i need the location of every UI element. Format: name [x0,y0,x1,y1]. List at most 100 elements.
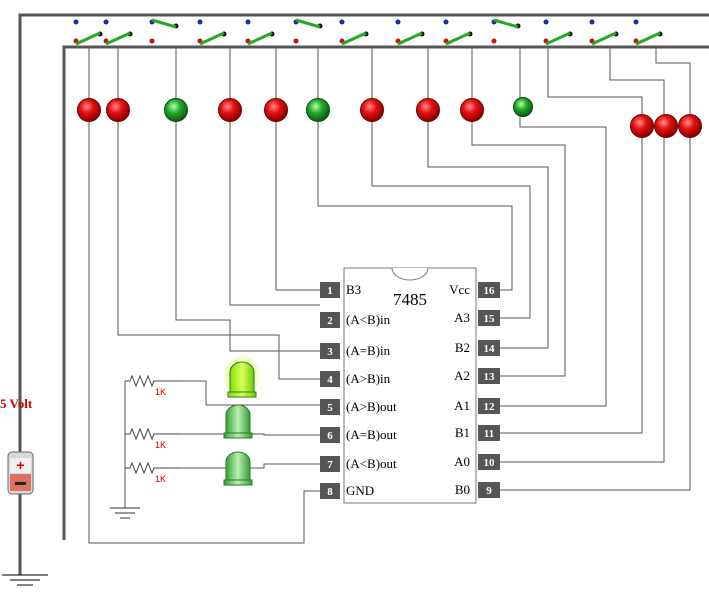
chip-pin-box [478,340,500,356]
chip-pin-label: B0 [455,482,470,497]
red-led-body [460,98,484,122]
led-body [225,404,251,436]
chip-pin-number: 13 [484,371,496,383]
switch-top-contact [395,19,401,25]
wire-out-eq [180,433,320,436]
red-led-body [77,98,101,122]
output-led [224,356,260,398]
green-led-body [164,98,188,122]
led-rim [223,432,253,439]
switch-lever [75,31,101,46]
wire-out-gt [180,380,320,406]
red-led-body [678,114,702,138]
chip-pin-number: 12 [484,401,496,413]
chip-pin-label: A3 [454,310,470,325]
chip-pin-number: 11 [484,428,494,440]
chip-pin-label: Vcc [449,282,470,297]
chip-pin-box [478,398,500,414]
svg-text:+: + [16,457,24,473]
resistor [125,427,180,441]
ground-icon [2,574,48,586]
led-body [229,361,255,395]
red-led [77,98,101,122]
switch-top-contact [589,19,595,25]
chip-pin-label: A1 [454,398,470,413]
wire [500,47,643,434]
wire-out-lt [180,463,320,469]
red-led-body [630,114,654,138]
resistor-label: 1K [155,440,166,450]
chip-pin-number: 10 [484,457,496,469]
red-led [106,98,130,122]
red-led-body [106,98,130,122]
red-led-body [654,114,678,138]
chip-pin-number: 14 [484,343,496,355]
chip-pin-label: (A<B)in [346,312,391,327]
wire [371,47,531,319]
chip-pin-label: A2 [454,368,470,383]
red-led-body [416,98,440,122]
supply-label: 5 Volt [0,396,33,411]
switch-lever [591,31,617,46]
indicator-leds [77,97,702,138]
red-led [360,98,384,122]
chip-pin-box [478,482,500,498]
chip-pin-number: 8 [327,486,333,498]
switch-top-contact [103,19,109,25]
chip-pin-box [478,425,500,441]
chip-pin-label: (A>B)in [346,371,391,386]
chip-pin-box [320,282,340,298]
chip-pin-number: 9 [486,485,492,497]
switch-lever [105,31,131,46]
switch-top-contact [443,19,449,25]
chip-pin-box [320,371,340,387]
chip-pin-number: 15 [484,313,496,325]
chip-pin-label: (A=B)in [346,343,391,358]
red-led [416,98,440,122]
chip-pin-label: (A<B)out [346,456,397,471]
chip-pin-label: B2 [455,340,470,355]
switch-lever [635,31,661,46]
chip-pin-box [320,343,340,359]
switch-lever [545,31,571,46]
switch-top-contact [339,19,345,25]
wire [175,47,320,352]
output-led [223,451,253,486]
red-led [460,98,484,122]
green-led [306,98,330,122]
chip-pin-label: GND [346,483,374,498]
switch-lever [199,31,225,46]
wire [427,47,549,349]
resistor [125,374,180,388]
switch-top-contact [197,19,203,25]
switch-lever [295,18,321,29]
switch-lever [341,31,367,46]
chip-pin-box [478,368,500,384]
chip-pin-number: 3 [327,346,333,358]
chip-pin-number: 6 [327,430,333,442]
power-rails [18,13,709,575]
chip-pin-label: B1 [455,425,470,440]
chip-pin-label: (A=B)out [346,427,397,442]
switch-bottom-contact [491,38,497,44]
red-led [218,98,242,122]
red-led-body [360,98,384,122]
wire [117,47,320,380]
chip-pin-box [478,454,500,470]
green-led-body [513,97,533,117]
wire [471,47,566,377]
wire [88,47,320,544]
output-led [223,404,253,439]
green-led [513,97,533,117]
led-rim [223,479,253,486]
chip-pin-label: (A>B)out [346,399,397,414]
switch-bottom-contact [149,38,155,44]
red-led [264,98,288,122]
wire [275,47,320,291]
resistor-label: 1K [155,474,166,484]
